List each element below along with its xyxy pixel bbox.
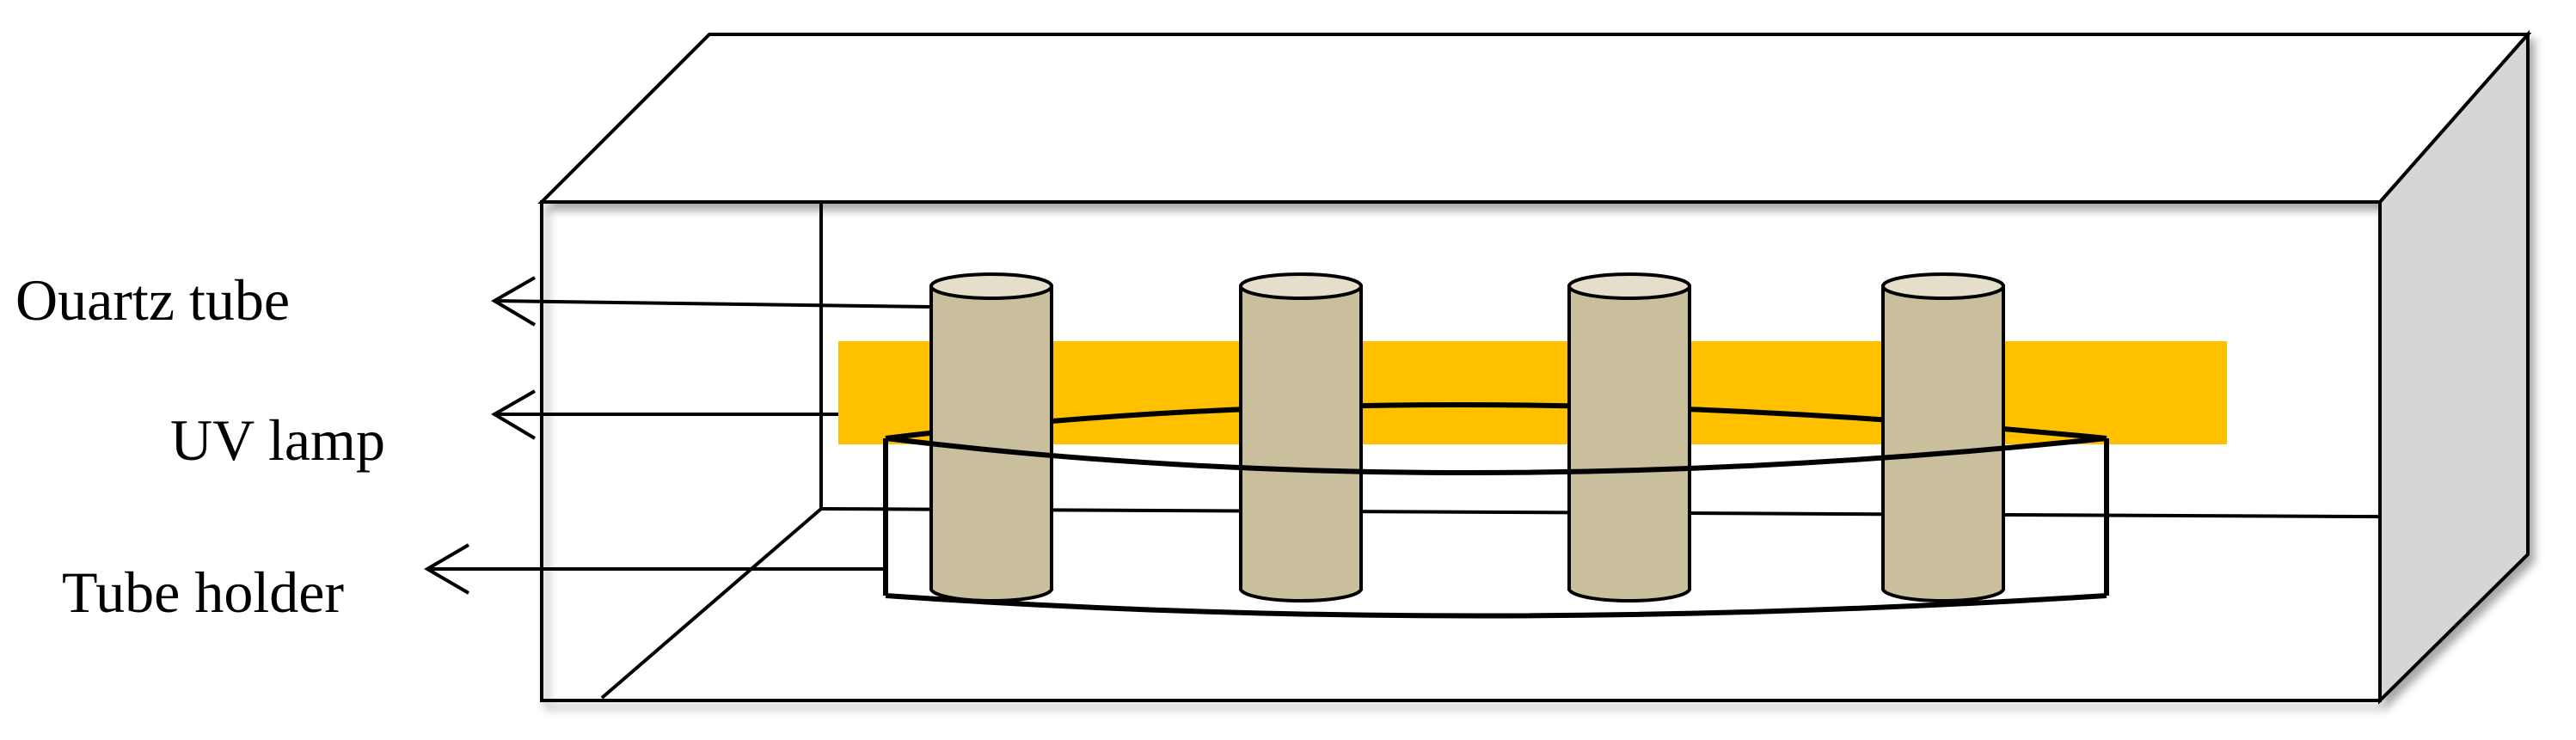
- box-top: [537, 33, 2532, 204]
- box-outline: [537, 29, 2532, 705]
- tube-holder-bottom: [885, 593, 2107, 619]
- arrow-head: [491, 276, 537, 327]
- quartz-tube: [929, 272, 1053, 602]
- label-arrows: [424, 276, 932, 595]
- arrow-head: [424, 543, 470, 595]
- quartz-tube: [1567, 272, 1691, 602]
- quartz-tubes: [929, 272, 2005, 602]
- quartz-tube: [1881, 272, 2005, 602]
- quartz-tube-label: Ouartz tube: [15, 267, 290, 333]
- uv-lamp-label: UV lamp: [170, 407, 385, 473]
- quartz-tube-arrow: [494, 299, 932, 309]
- box-front-face: [540, 200, 2382, 702]
- quartz-tube: [1239, 272, 1363, 602]
- tube-holder-label: Tube holder: [62, 560, 344, 625]
- arrow-head: [491, 389, 537, 440]
- tube-holder-front-rim: [885, 436, 2107, 475]
